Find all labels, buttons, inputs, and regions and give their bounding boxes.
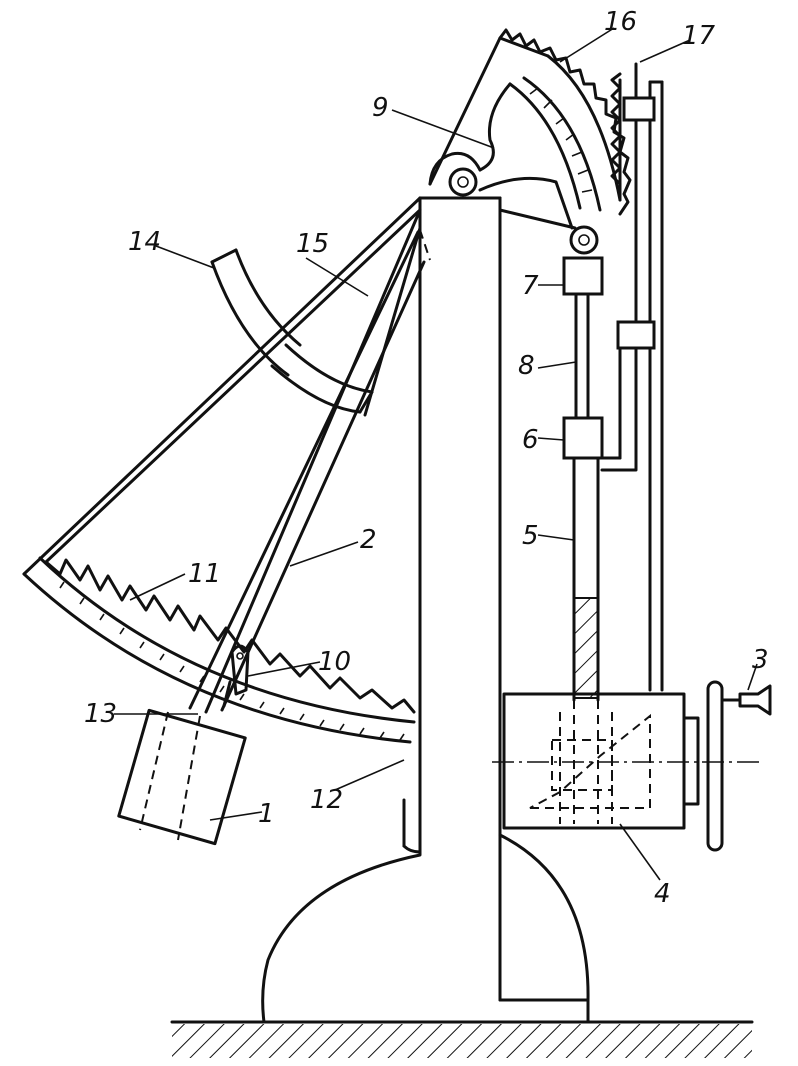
label-14: 14 (128, 227, 161, 257)
pawl-10 (222, 644, 250, 708)
label-16: 16 (604, 7, 637, 37)
pendulum-sector (22, 196, 431, 744)
block-6 (562, 416, 604, 460)
label-8: 8 (518, 351, 535, 381)
scale-sector-14 (210, 248, 374, 414)
pendulum-rod-2 (188, 230, 426, 712)
label-15: 15 (296, 229, 329, 259)
gear-sector-16 (498, 28, 632, 255)
sample-holder-assembly (562, 256, 604, 702)
label-12: 12 (310, 785, 343, 815)
gearbox-4 (492, 692, 760, 830)
label-6: 6 (522, 425, 539, 455)
label-17: 17 (682, 21, 716, 51)
label-3: 3 (752, 645, 769, 675)
label-13: 13 (84, 699, 117, 729)
label-4: 4 (654, 879, 671, 909)
part-labels: 1 2 3 4 5 6 7 8 9 10 11 12 13 14 15 16 1… (84, 7, 769, 909)
handwheel-3[interactable] (706, 680, 772, 852)
label-5: 5 (522, 521, 539, 551)
label-1: 1 (258, 799, 275, 829)
label-11: 11 (188, 559, 221, 589)
machine-frame (261, 196, 590, 1024)
block-7 (562, 256, 604, 296)
label-7: 7 (522, 271, 539, 301)
label-10: 10 (318, 647, 351, 677)
rack-17 (600, 62, 664, 692)
label-9: 9 (372, 93, 389, 123)
rod-8 (574, 292, 590, 420)
hammer-1 (117, 708, 247, 846)
ground (170, 1020, 754, 1058)
leader-lines (114, 27, 758, 881)
label-2: 2 (360, 525, 377, 555)
